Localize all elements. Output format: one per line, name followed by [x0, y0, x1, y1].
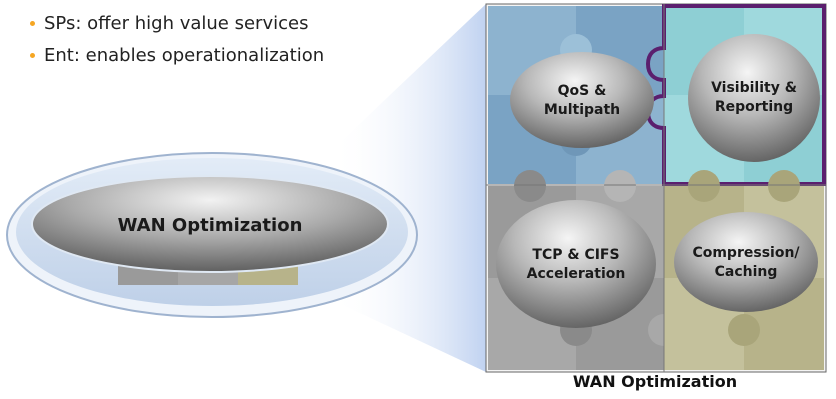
tcp-line2: Acceleration	[527, 266, 626, 282]
wan-optimization-oval	[31, 175, 389, 273]
wan-optimization-platform: WAN Optimization	[6, 152, 418, 318]
visibility-reporting-node: Visibility & Reporting	[688, 34, 820, 162]
bullet-item: Ent: enables operationalization	[30, 40, 324, 72]
puzzle-grid: QoS & Multipath Visibility & Reporting T…	[485, 3, 827, 373]
tcp-line1: TCP & CIFS	[532, 247, 619, 263]
bullet-icon	[30, 21, 35, 26]
tcp-cifs-node: TCP & CIFS Acceleration	[496, 200, 656, 328]
compression-line1: Compression/	[692, 245, 800, 261]
bullet-item: SPs: offer high value services	[30, 8, 324, 40]
bullet-icon	[30, 53, 35, 58]
qos-line2: Multipath	[544, 102, 620, 118]
visibility-line2: Reporting	[715, 99, 793, 115]
qos-multipath-node: QoS & Multipath	[510, 52, 654, 148]
qos-line1: QoS &	[558, 83, 607, 99]
compression-line2: Caching	[715, 264, 778, 280]
bullet-text: Ent: enables operationalization	[44, 45, 325, 66]
compression-caching-node: Compression/ Caching	[674, 212, 818, 312]
visibility-line1: Visibility &	[711, 80, 797, 96]
puzzle-caption: WAN Optimization	[572, 372, 738, 391]
bullet-text: SPs: offer high value services	[44, 13, 309, 34]
bullet-list: SPs: offer high value services Ent: enab…	[30, 8, 324, 72]
wan-optimization-label: WAN Optimization	[118, 215, 303, 236]
